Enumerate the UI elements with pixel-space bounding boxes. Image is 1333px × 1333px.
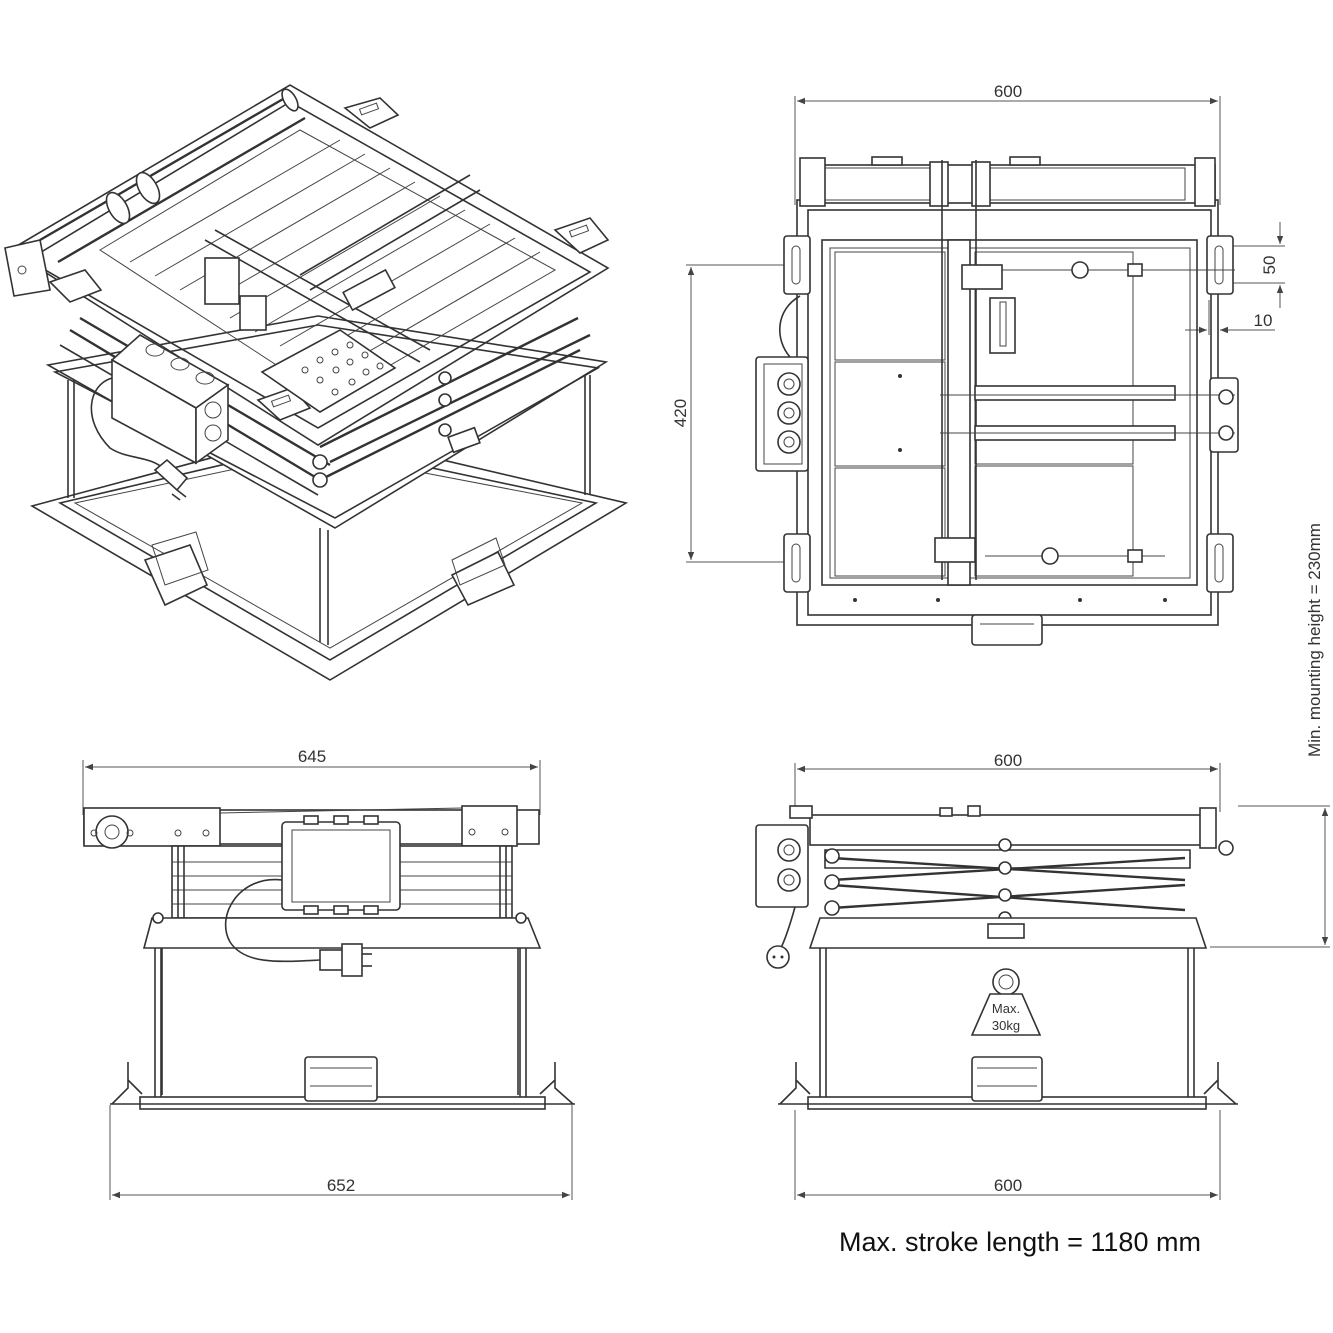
dim-side-bottom: 600: [994, 1176, 1022, 1195]
power-plug: [153, 458, 189, 501]
top-view: 600 420 50 10: [671, 82, 1285, 646]
dim-top-depth: 420: [671, 399, 690, 427]
mount-plate: [260, 329, 397, 413]
front-junction-box: [281, 815, 401, 915]
dim-slot-gap: 10: [1254, 311, 1273, 330]
max-load-line1: Max.: [992, 1001, 1020, 1016]
bracket-front-right: [450, 537, 516, 607]
dim-front-top: 645: [298, 747, 326, 766]
junction-box: [90, 334, 230, 471]
side-junction-box: [755, 824, 809, 969]
dim-front-bottom: 652: [327, 1176, 355, 1195]
max-load-weight-icon: Max. 30kg: [970, 968, 1042, 1036]
top-junction-box: [755, 295, 809, 472]
stroke-length-note: Max. stroke length = 1180 mm: [839, 1227, 1201, 1257]
max-load-line2: 30kg: [992, 1018, 1020, 1033]
dim-top-width: 600: [994, 82, 1022, 101]
bracket-front-left: [143, 531, 209, 607]
motor-tubes: [39, 88, 306, 264]
dim-side-top: 600: [994, 751, 1022, 770]
front-view: 645: [82, 747, 575, 1200]
side-view: 600: [755, 523, 1330, 1200]
dim-min-mounting-height: Min. mounting height = 230mm: [1305, 523, 1324, 757]
isometric-view: [4, 84, 629, 681]
dim-slot-offset: 50: [1260, 256, 1279, 275]
front-power-plug: [319, 943, 372, 977]
